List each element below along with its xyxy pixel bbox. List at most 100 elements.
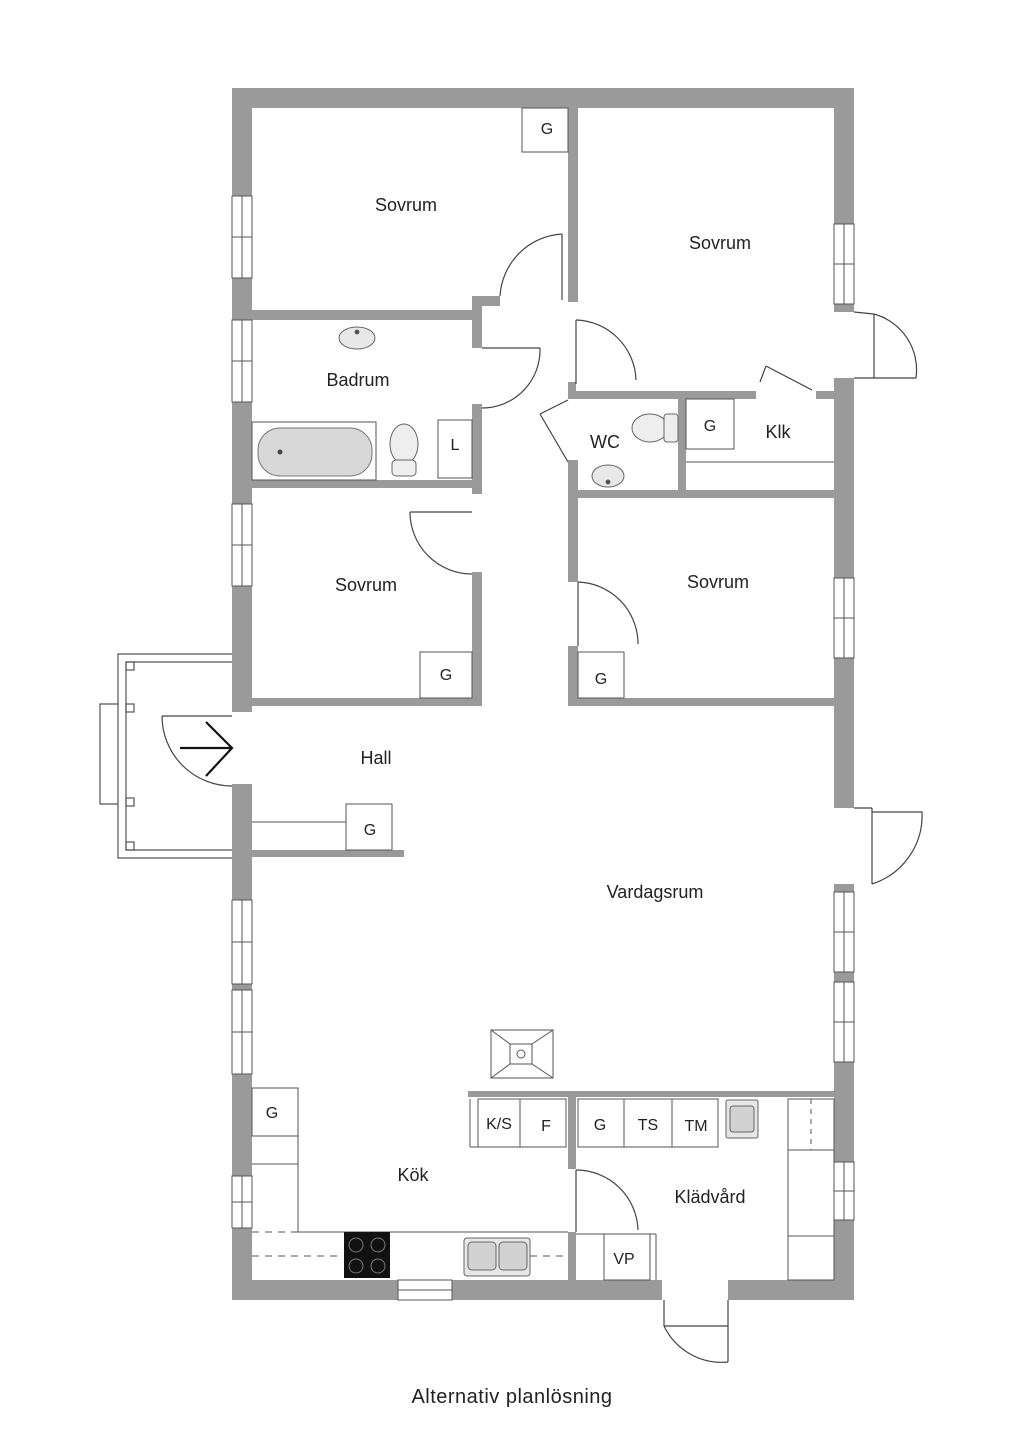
wall-bottom (232, 1280, 854, 1300)
wall-sovrum-w-right (472, 572, 482, 706)
cabinet-badrum-l (437, 419, 473, 479)
window-icon (833, 223, 855, 305)
doors (161, 233, 923, 1363)
cabinet-tm (671, 1098, 719, 1148)
window-icon (231, 503, 253, 587)
fixture-label-ks: K/S (486, 1116, 512, 1133)
entrance-porch (99, 653, 232, 859)
window-icon (397, 1279, 453, 1301)
room-label-badrum: Badrum (326, 370, 389, 390)
wall-sovrum-nw-bottom (252, 310, 472, 320)
wall-corridor-west-b (472, 404, 482, 494)
window-icon (231, 195, 253, 279)
door-swing-icon (575, 1169, 639, 1232)
door-swing-icon (161, 715, 233, 787)
cabinet-sovrum-nw (521, 107, 569, 153)
door-swing-icon (539, 399, 569, 463)
wall-kladvard-left-a (568, 1097, 576, 1169)
toilet-icon (631, 413, 679, 443)
wall-corridor-west-a (472, 300, 482, 348)
wall-badrum-bottom (252, 480, 482, 488)
wall-hall-closet-bottom (252, 850, 404, 857)
wall-sovrum-e-left-b (568, 646, 578, 706)
entrance-arrow-icon (180, 721, 234, 777)
fixture-label-g: G (704, 418, 716, 435)
cabinet-sovrum-w (419, 651, 473, 699)
sink-icon (591, 464, 625, 488)
window-icon (231, 1175, 253, 1229)
door-swing-icon (663, 1300, 729, 1363)
room-label-sovrum-nw: Sovrum (375, 195, 437, 215)
fireplace-icon (490, 1029, 554, 1079)
fixture-label-g: G (440, 667, 452, 684)
room-label-vardagsrum: Vardagsrum (607, 882, 704, 902)
windows (231, 195, 855, 1301)
door-swing-icon (854, 807, 923, 885)
window-icon (231, 319, 253, 403)
wall-wc-bottom (568, 490, 834, 498)
room-label-wc: WC (590, 432, 620, 452)
window-icon (833, 1161, 855, 1221)
window-icon (231, 899, 253, 985)
window-icon (833, 891, 855, 973)
fixture-label-f: F (541, 1118, 551, 1135)
toilet-icon (389, 423, 419, 477)
window-icon (833, 577, 855, 659)
door-swing-icon (577, 581, 639, 646)
fixture-label-g: G (595, 671, 607, 688)
door-swing-icon (853, 311, 918, 379)
window-icon (833, 981, 855, 1063)
bathtub-icon (251, 421, 377, 481)
door-swing-icon (409, 511, 473, 575)
fixture-label-g: G (541, 121, 553, 138)
wall-sovrum-e-bottom (568, 698, 834, 706)
cabinet-f (519, 1098, 567, 1148)
wall-sovrum-ne-bottom (568, 382, 576, 398)
room-label-klk: Klk (765, 422, 791, 442)
plan-caption: Alternativ planlösning (411, 1386, 612, 1408)
door-swing-icon (575, 319, 637, 384)
wardrobe-kladvard (787, 1098, 835, 1281)
fixture-label-g: G (594, 1117, 606, 1134)
wall-top (232, 88, 854, 108)
door-swing-icon (759, 365, 813, 391)
room-label-hall: Hall (360, 748, 391, 768)
fixture-label-l: L (451, 437, 460, 454)
window-icon (231, 989, 253, 1075)
wall-kladvard-left-b (568, 1232, 576, 1280)
wall-hall-top (252, 698, 482, 706)
wall-klk-top-right (816, 391, 834, 399)
room-label-kok: Kök (397, 1165, 429, 1185)
wall-wc-top (568, 391, 756, 399)
room-label-kladvard: Klädvård (674, 1187, 745, 1207)
wall-sovrum-e-left (568, 498, 578, 582)
fixtures (251, 107, 835, 1281)
room-label-sovrum-e: Sovrum (687, 572, 749, 592)
fixture-label-g: G (266, 1105, 278, 1122)
wall-north-divider (568, 108, 578, 302)
sink-icon (338, 326, 376, 350)
room-label-sovrum-w: Sovrum (335, 575, 397, 595)
fixture-label-tm: TM (684, 1118, 707, 1135)
wall-kladvard-top (468, 1091, 834, 1097)
door-swing-icon (499, 233, 563, 300)
door-swing-icon (481, 347, 541, 409)
cabinet-sovrum-e (577, 651, 625, 699)
cabinet-klk (685, 398, 735, 450)
wall-wc-klk-divider (678, 391, 686, 495)
wall-wc-left (568, 460, 578, 496)
cabinet-hall (345, 803, 393, 851)
cabinet-ts (623, 1098, 673, 1148)
fixture-label-g: G (364, 822, 376, 839)
interior-walls (252, 108, 834, 1280)
door-openings (232, 312, 854, 1300)
cabinet-g-kladvard (577, 1098, 625, 1148)
room-label-sovrum-ne: Sovrum (689, 233, 751, 253)
fixture-label-ts: TS (638, 1117, 658, 1134)
wall-north-mid-stub (472, 296, 500, 306)
double-sink-icon (463, 1237, 531, 1277)
sink-icon (725, 1099, 759, 1139)
stove-icon (344, 1232, 390, 1278)
fixture-label-vp: VP (613, 1251, 634, 1268)
